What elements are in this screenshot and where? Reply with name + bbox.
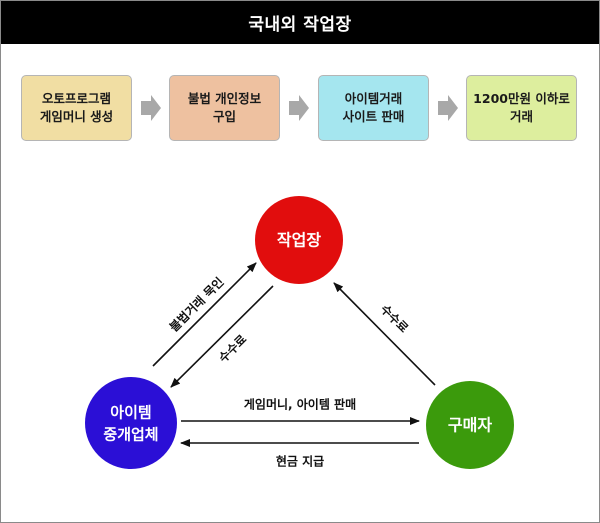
flow-step-1-line1: 오토프로그램	[41, 91, 111, 106]
flow-step-3-line2: 사이트 판매	[342, 109, 405, 124]
node-buyer-label: 구매자	[448, 416, 492, 435]
flow-step-2-line1: 불법 개인정보	[187, 91, 262, 106]
flow-arrow-3-icon	[438, 95, 458, 121]
page-title-text: 국내외 작업장	[248, 15, 352, 35]
edge-workshop-to-broker	[170, 285, 274, 388]
flow-step-under-limit: 1200만원 이하로 거래	[466, 75, 577, 141]
edge-buyer-to-workshop	[333, 282, 436, 386]
edge-label-broker-to-buyer: 게임머니, 아이템 판매	[244, 397, 356, 412]
flow-arrow-2-icon	[289, 95, 309, 121]
flow-step-4-line2: 거래	[509, 109, 533, 124]
node-broker-label-line2: 중개업체	[103, 426, 158, 444]
edge-label-buyer-to-workshop: 수수료	[378, 302, 411, 335]
page-title: 국내외 작업장	[1, 1, 599, 44]
node-workshop-label: 작업장	[277, 231, 321, 250]
flow-step-auto-program: 오토프로그램 게임머니 생성	[21, 75, 132, 141]
flow-step-3-line1: 아이템거래	[344, 91, 403, 106]
node-buyer: 구매자	[426, 381, 514, 469]
flow-step-4-line1: 1200만원 이하로	[473, 91, 570, 106]
flow-step-illegal-info: 불법 개인정보 구입	[169, 75, 280, 141]
flow-step-2-line2: 구입	[212, 109, 236, 124]
flow-step-item-trade-site: 아이템거래 사이트 판매	[318, 75, 429, 141]
flow-arrow-1-icon	[141, 95, 161, 121]
edge-label-buyer-to-broker: 현금 지급	[276, 454, 324, 469]
node-broker: 아이템 중개업체	[85, 377, 177, 469]
edge-broker-to-workshop	[152, 262, 257, 367]
node-workshop: 작업장	[255, 196, 343, 284]
node-broker-label-line1: 아이템	[110, 404, 151, 422]
edge-label-broker-to-workshop: 불법거래 묵인	[166, 274, 226, 334]
flow-step-1-line2: 게임머니 생성	[39, 109, 114, 124]
